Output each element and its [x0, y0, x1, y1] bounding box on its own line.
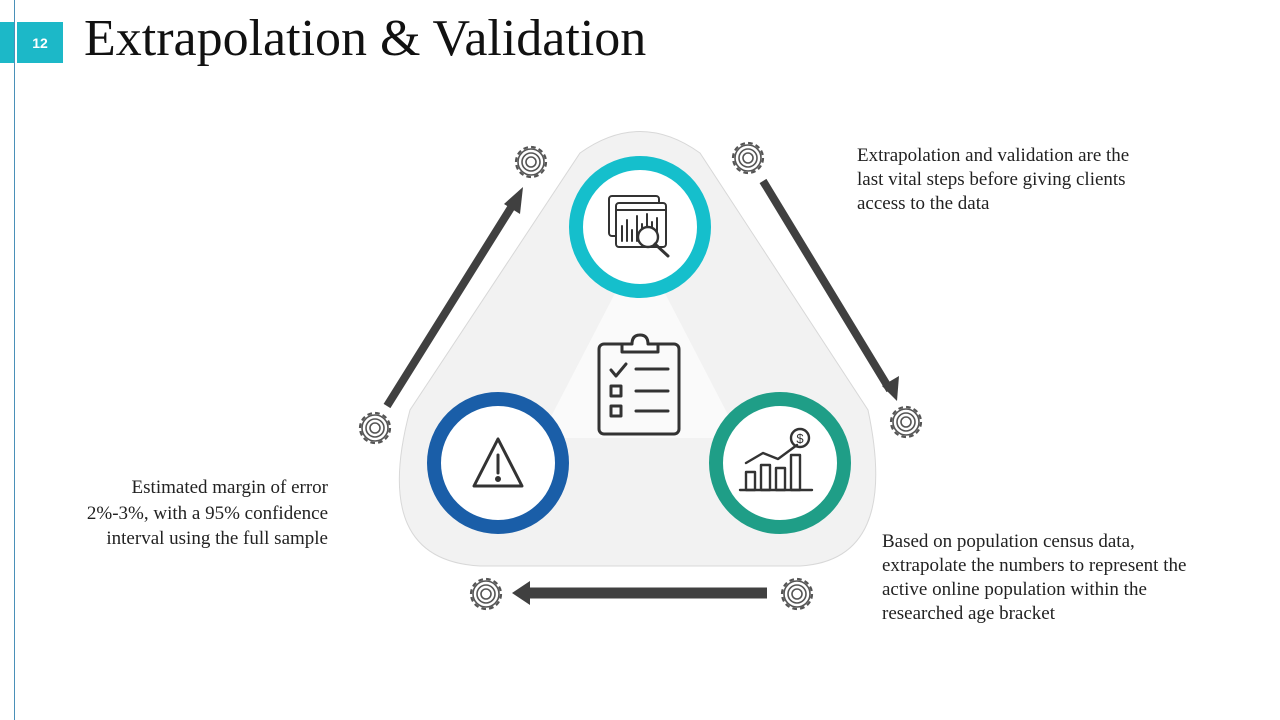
gear-icon — [358, 411, 392, 445]
warning-triangle-icon — [472, 437, 524, 488]
ring-right — [709, 392, 851, 534]
slide-title: Extrapolation & Validation — [84, 10, 647, 67]
slide-number: 12 — [17, 22, 63, 63]
growth-chart-dollar-icon: $ — [738, 427, 814, 492]
clipboard-checklist-icon — [597, 333, 681, 436]
gear-icon — [731, 141, 765, 175]
description-top-right: Extrapolation and validation are the las… — [857, 145, 1130, 214]
analytics-magnifier-icon — [608, 195, 670, 258]
description-left: Estimated margin of error 2%-3%, with a … — [86, 477, 328, 549]
gear-icon — [469, 577, 503, 611]
gear-icon — [780, 577, 814, 611]
left-rule — [14, 0, 15, 720]
arrow-down-right — [759, 178, 899, 401]
slide-number-accent — [0, 22, 14, 63]
arrow-left — [512, 581, 767, 605]
arrow-up-right — [383, 187, 523, 409]
svg-text:$: $ — [796, 431, 804, 446]
gear-icon — [514, 145, 548, 179]
description-bottom-right: Based on population census data, extrapo… — [882, 531, 1187, 624]
gear-icon — [889, 405, 923, 439]
